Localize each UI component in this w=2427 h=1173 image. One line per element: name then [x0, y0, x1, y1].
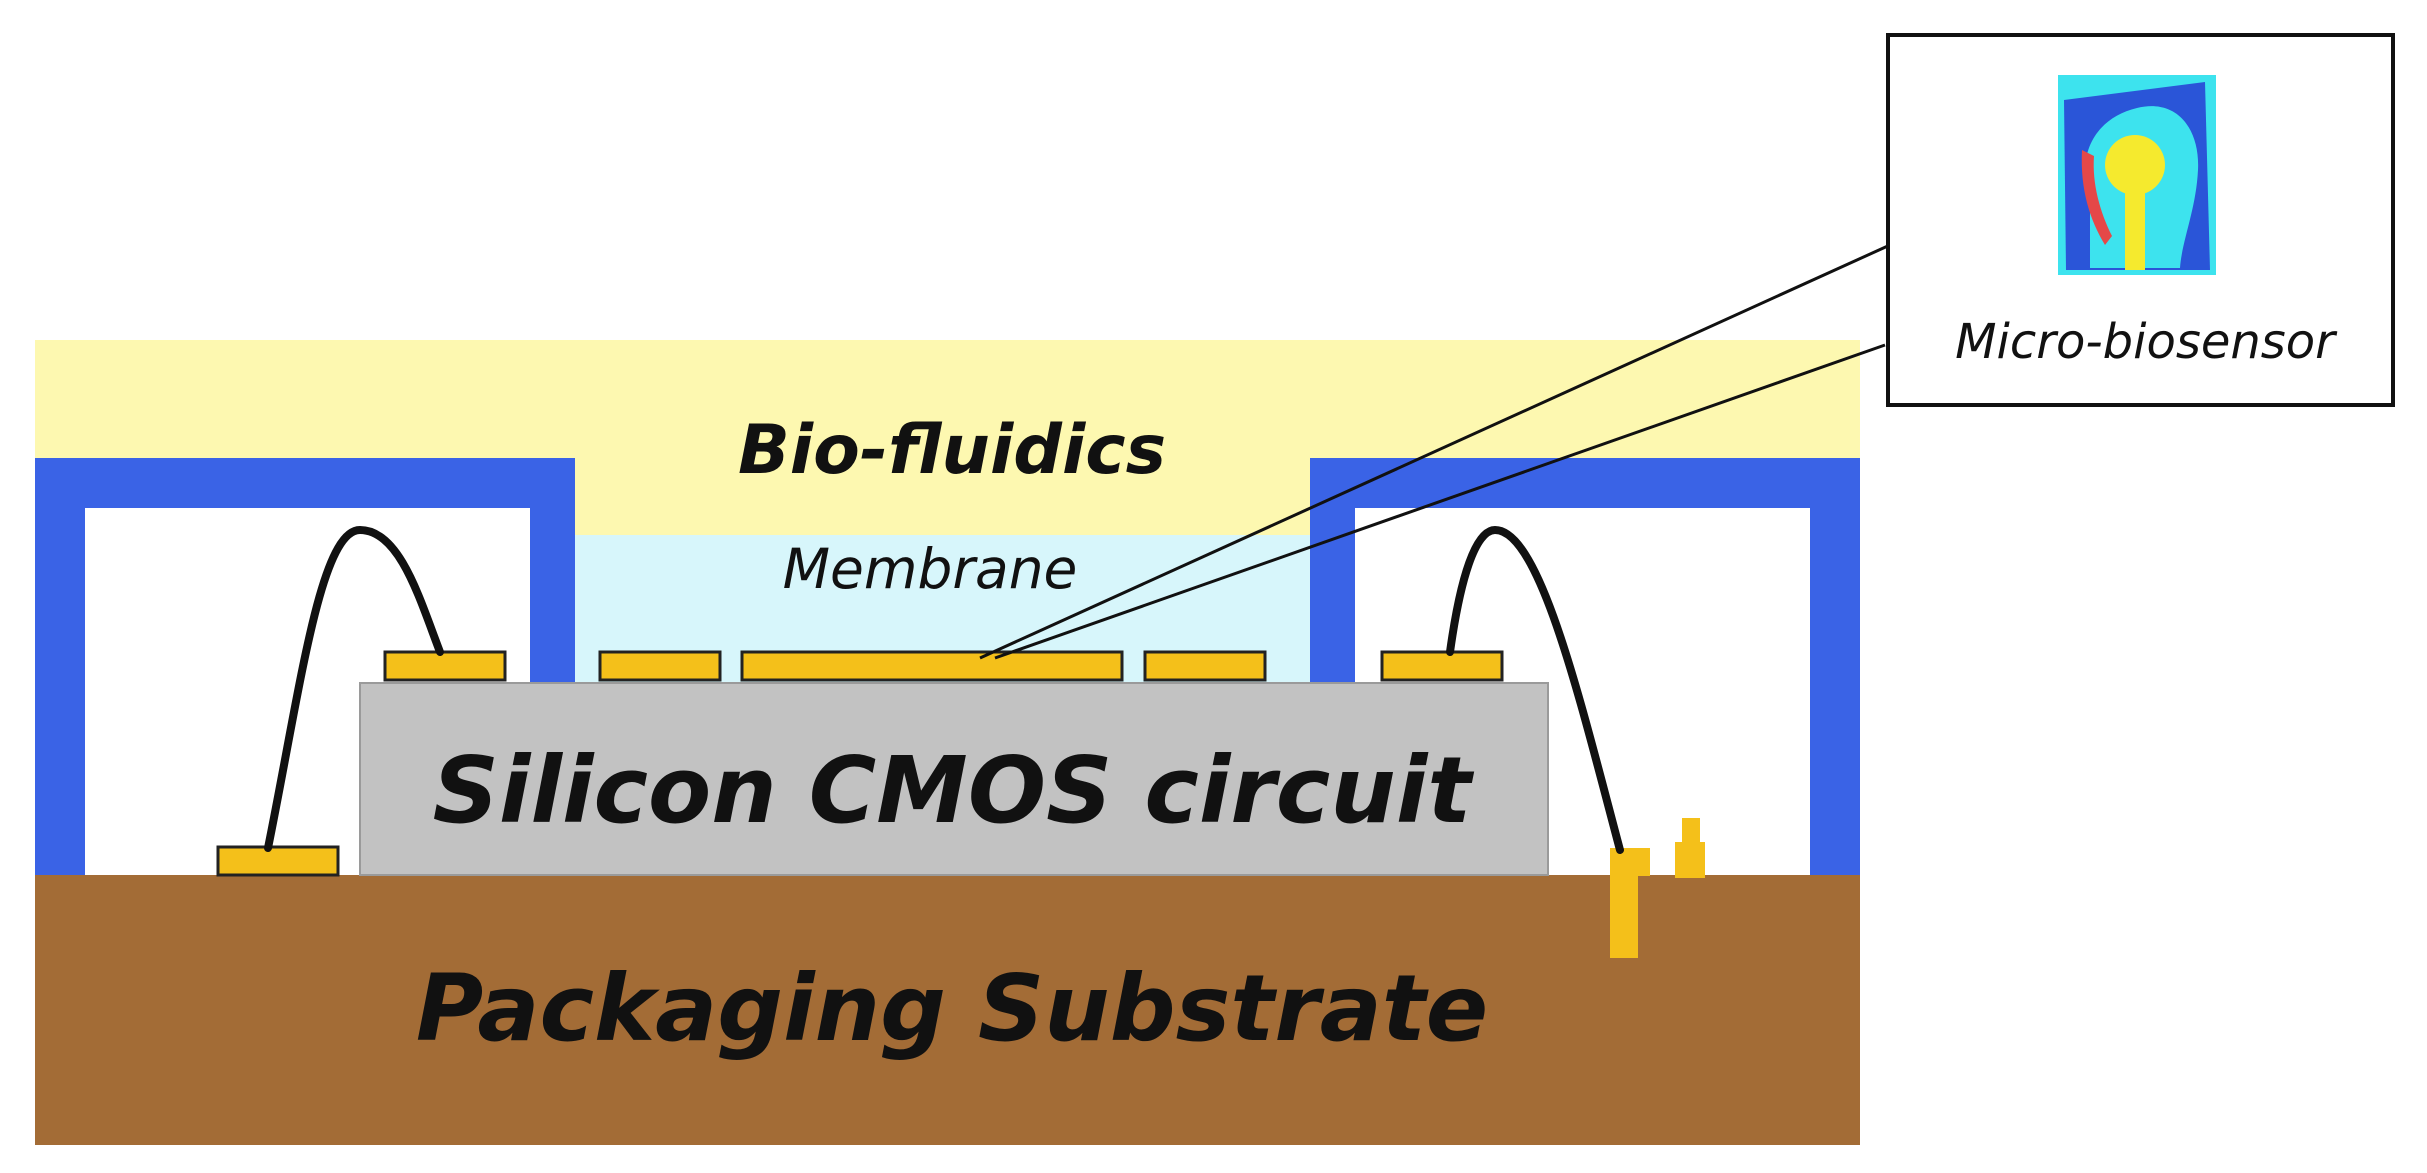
silicon-cmos-label: Silicon CMOS circuit [433, 737, 1475, 844]
micro-biosensor-label: Micro-biosensor [1955, 314, 2338, 370]
bio-fluidics-channel [575, 455, 1310, 535]
callout-line-lower [994, 343, 1886, 660]
callout-line-upper [979, 243, 1891, 660]
bio-fluidics-label: Bio-fluidics [738, 411, 1166, 490]
chip-pads [383, 650, 1504, 682]
bio-fluidics-layer [35, 340, 1860, 460]
substrate-via-right [1610, 818, 1705, 958]
packaging-substrate [35, 875, 1860, 1145]
bond-wire-right [1446, 525, 1624, 854]
micro-biosensor-icon [2058, 75, 2216, 275]
micro-biosensor-pad [740, 650, 1124, 682]
silicon-cmos-chip [359, 682, 1549, 876]
sensor-pad-1 [598, 650, 722, 682]
substrate-pad-left [216, 845, 340, 877]
bond-wire-left [264, 525, 444, 852]
membrane-label: Membrane [783, 537, 1078, 601]
packaging-substrate-label: Packaging Substrate [416, 955, 1488, 1062]
bond-pad-right [1380, 650, 1504, 682]
sensor-pad-2 [1143, 650, 1267, 682]
left-cavity-wall [35, 458, 575, 878]
bond-pad-left [383, 650, 507, 682]
